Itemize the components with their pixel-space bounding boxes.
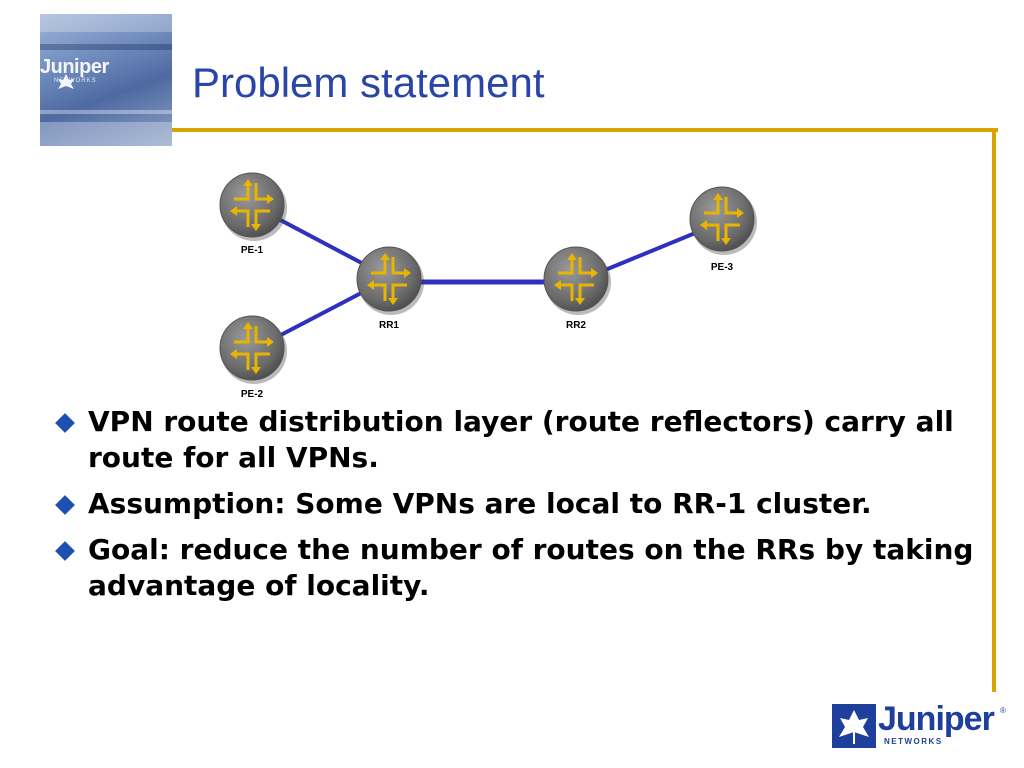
router-rr1 (355, 245, 426, 317)
bullet-item: VPN route distribution layer (route refl… (55, 404, 976, 476)
router-label-pe1: PE-1 (241, 245, 264, 256)
footer-logo-leaf-icon (832, 704, 876, 748)
side-rule (992, 128, 996, 692)
bullet-text: Assumption: Some VPNs are local to RR-1 … (88, 487, 872, 520)
network-diagram: PE-1 PE-2 RR1 RR2 PE-3 (218, 171, 759, 400)
corner-logo-subtext: NETWORKS (54, 78, 97, 84)
router-pe2 (218, 314, 289, 386)
bullet-item: Assumption: Some VPNs are local to RR-1 … (55, 486, 976, 522)
router-pe3 (688, 185, 759, 257)
footer-logo: Juniper NETWORKS ® (832, 700, 1008, 752)
corner-logo-leaf-icon (58, 74, 74, 89)
router-label-rr2: RR2 (566, 320, 586, 331)
router-rr2 (542, 245, 613, 317)
bullet-text: VPN route distribution layer (route refl… (88, 405, 954, 474)
router-label-pe3: PE-3 (711, 262, 734, 273)
router-pe1 (218, 171, 289, 243)
diamond-bullet-icon (55, 495, 75, 515)
corner-logo-text: Juniper (40, 56, 109, 78)
router-label-rr1: RR1 (379, 320, 399, 331)
router-label-pe2: PE-2 (241, 389, 264, 400)
footer-logo-subtext: NETWORKS (884, 737, 943, 746)
diamond-bullet-icon (55, 413, 75, 433)
corner-brand-image (40, 14, 172, 146)
footer-logo-text: Juniper (878, 700, 995, 738)
slide-title: Problem statement (192, 59, 545, 106)
bullet-text: Goal: reduce the number of routes on the… (88, 533, 974, 602)
diamond-bullet-icon (55, 541, 75, 561)
bullet-list: VPN route distribution layer (route refl… (55, 404, 976, 614)
title-rule (172, 128, 998, 132)
bullet-item: Goal: reduce the number of routes on the… (55, 532, 976, 604)
registered-mark: ® (1000, 706, 1006, 715)
